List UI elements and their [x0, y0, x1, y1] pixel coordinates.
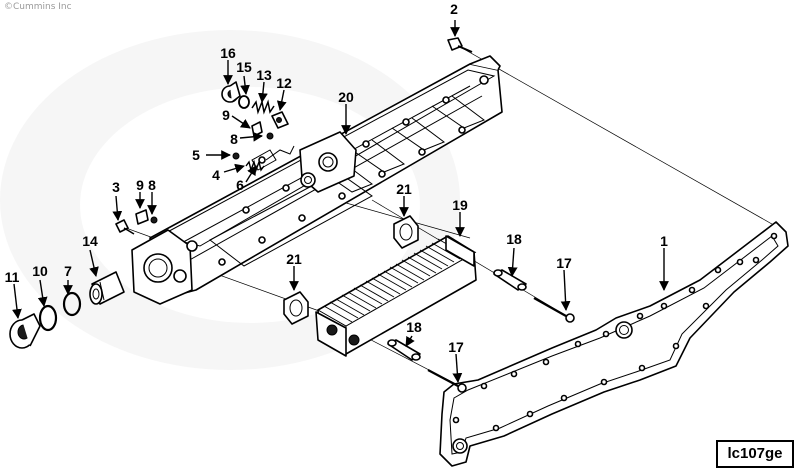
cap-part-16 — [221, 81, 241, 103]
callout-19: 19 — [452, 197, 468, 213]
housing-bolt-bosses — [218, 96, 466, 266]
callout-21-upper: 21 — [396, 181, 412, 197]
copyright-text: ©Cummins Inc — [4, 2, 72, 12]
callout-10: 10 — [32, 263, 48, 279]
sleeve-18-lower — [387, 339, 421, 361]
bolt-17-lower — [427, 369, 467, 393]
callout-3: 3 — [112, 179, 120, 195]
callout-7: 7 — [64, 263, 72, 279]
callout-5: 5 — [192, 147, 200, 163]
washer-part-8-upper — [266, 132, 274, 140]
callout-9-lower: 9 — [136, 177, 144, 193]
ball-part-5 — [232, 152, 240, 160]
callout-20: 20 — [338, 89, 354, 105]
spring-part-13 — [251, 99, 275, 115]
callout-11: 11 — [5, 269, 20, 285]
bolt-part-2 — [447, 37, 473, 53]
callout-8-lower: 8 — [148, 177, 156, 193]
port-gasket-21-lower — [283, 291, 309, 325]
port-gasket-21-upper — [393, 215, 419, 249]
cap-part-11 — [9, 313, 41, 349]
o-ring-part-10 — [38, 304, 58, 332]
washer-part-6 — [258, 156, 266, 164]
callout-18-lower: 18 — [406, 319, 422, 335]
plunger-part-12 — [271, 111, 289, 129]
callout-17-upper: 17 — [556, 255, 572, 271]
adapter-part-14 — [89, 271, 125, 305]
callout-13: 13 — [256, 67, 272, 83]
callout-21-lower: 21 — [286, 251, 302, 267]
gasket-bolt-holes — [452, 232, 778, 432]
sleeve-18-upper — [493, 269, 527, 291]
callout-12: 12 — [276, 75, 292, 91]
gasket-part-1 — [439, 221, 789, 467]
housing-part-20 — [131, 55, 503, 305]
callout-4: 4 — [212, 167, 220, 183]
figure-reference-box: lc107ge — [716, 440, 794, 468]
callout-6: 6 — [236, 177, 244, 193]
callout-17-lower: 17 — [448, 339, 464, 355]
callout-14: 14 — [82, 233, 98, 249]
leader-arrows — [12, 20, 669, 383]
bolt-17-upper — [533, 297, 575, 323]
callout-18-upper: 18 — [506, 231, 522, 247]
washer-part-8-lower — [150, 216, 158, 224]
callout-2: 2 — [450, 1, 458, 17]
fitting-part-9-lower — [135, 209, 149, 225]
connector-wire — [265, 145, 295, 161]
callout-16: 16 — [220, 45, 236, 61]
callout-8-upper: 8 — [230, 131, 238, 147]
cooler-core-part-19 — [315, 235, 477, 357]
callout-1: 1 — [660, 233, 668, 249]
callout-labels: 1 2 3 4 5 6 7 8 8 9 9 10 11 12 13 14 15 … — [5, 1, 669, 355]
callout-9-upper: 9 — [222, 107, 230, 123]
plug-part-3 — [115, 219, 135, 235]
o-ring-part-15 — [238, 95, 250, 109]
callout-15: 15 — [236, 59, 252, 75]
